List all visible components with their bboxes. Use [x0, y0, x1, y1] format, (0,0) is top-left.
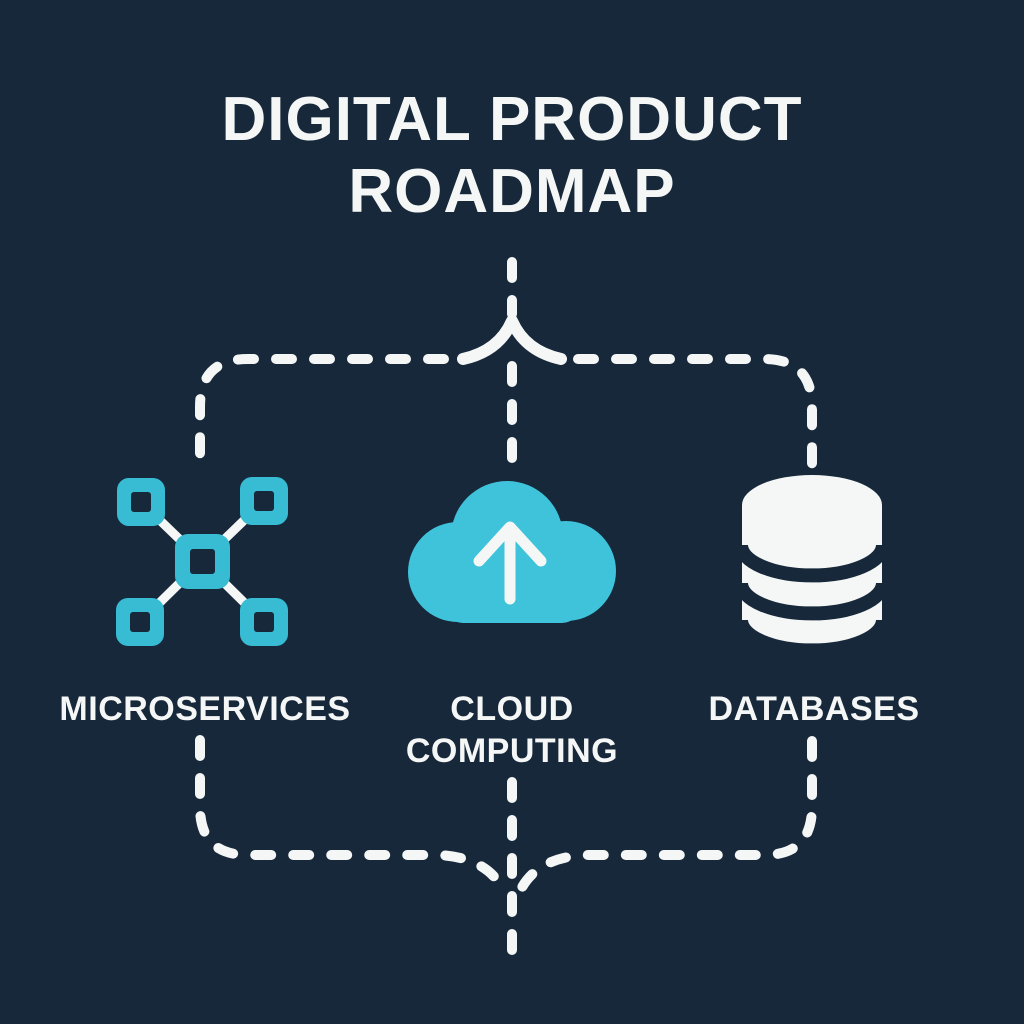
dashed-connector-left-bottom — [195, 735, 509, 896]
upload-arrow-icon — [473, 521, 547, 605]
dashed-connector-right-top — [573, 354, 817, 474]
node-label-cloud-computing: CLOUD COMPUTING — [405, 690, 619, 770]
dashed-connector-left-top — [195, 354, 449, 476]
branch-split-chevron — [457, 315, 567, 365]
database-stack-icon — [734, 475, 890, 658]
node-label-databases: DATABASES — [708, 690, 920, 728]
node-label-microservices: MICROSERVICES — [59, 690, 351, 728]
cloud-upload-icon — [408, 481, 616, 623]
page-title-line-1: DIGITAL PRODUCT — [221, 85, 803, 154]
page-title-line-2: ROADMAP — [348, 157, 676, 226]
page-title: DIGITAL PRODUCT ROADMAP — [0, 84, 1024, 228]
microservices-network-icon — [116, 477, 288, 646]
dashed-connector-right-bottom — [515, 736, 817, 896]
